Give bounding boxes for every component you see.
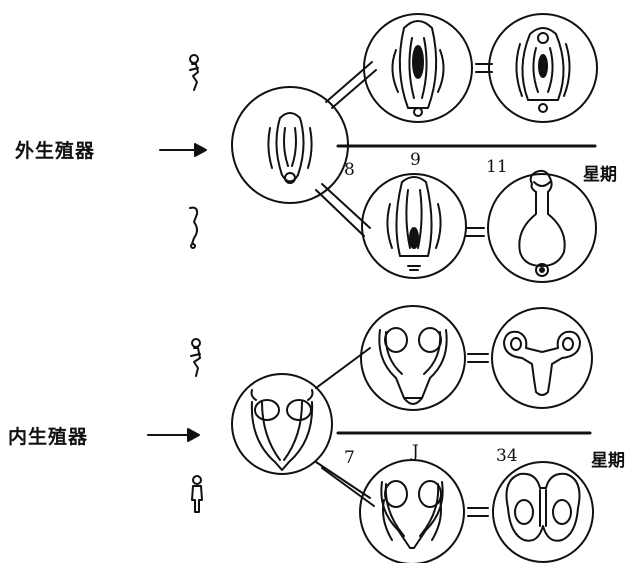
internal-genitalia-label: 内生殖器 xyxy=(8,426,89,448)
internal-female-stage2-circle xyxy=(492,308,592,408)
internal-male-stage1-circle xyxy=(360,460,464,563)
internal-week-unit: 星期 xyxy=(591,451,625,471)
male-figure-icon-internal xyxy=(192,476,202,512)
internal-week-tick-2: J xyxy=(412,442,419,462)
external-female-9wk-circle xyxy=(364,14,472,122)
external-week-tick-2: 9 xyxy=(410,150,421,170)
external-female-11wk-circle xyxy=(489,14,597,122)
internal-male-stage2-circle xyxy=(493,462,593,562)
female-figure-icon-internal xyxy=(191,339,200,376)
external-connectors xyxy=(316,62,492,236)
external-genitalia-label: 外生殖器 xyxy=(15,140,96,162)
external-arrow xyxy=(160,144,206,156)
internal-female-stage1-circle xyxy=(361,306,465,410)
internal-week-tick-1: 7 xyxy=(344,448,355,468)
internal-week-tick-3: 34 xyxy=(496,446,518,466)
external-week-tick-1: 8 xyxy=(344,160,355,180)
external-indifferent-stage-circle xyxy=(232,87,348,203)
external-week-unit: 星期 xyxy=(583,165,617,185)
internal-indifferent-stage-circle xyxy=(232,374,332,474)
external-male-11wk-circle xyxy=(488,171,596,282)
male-figure-icon-external xyxy=(190,208,197,248)
external-week-tick-3: 11 xyxy=(486,157,508,177)
internal-arrow xyxy=(148,429,199,441)
external-male-9wk-circle xyxy=(362,174,466,278)
female-figure-icon-external xyxy=(190,55,198,90)
